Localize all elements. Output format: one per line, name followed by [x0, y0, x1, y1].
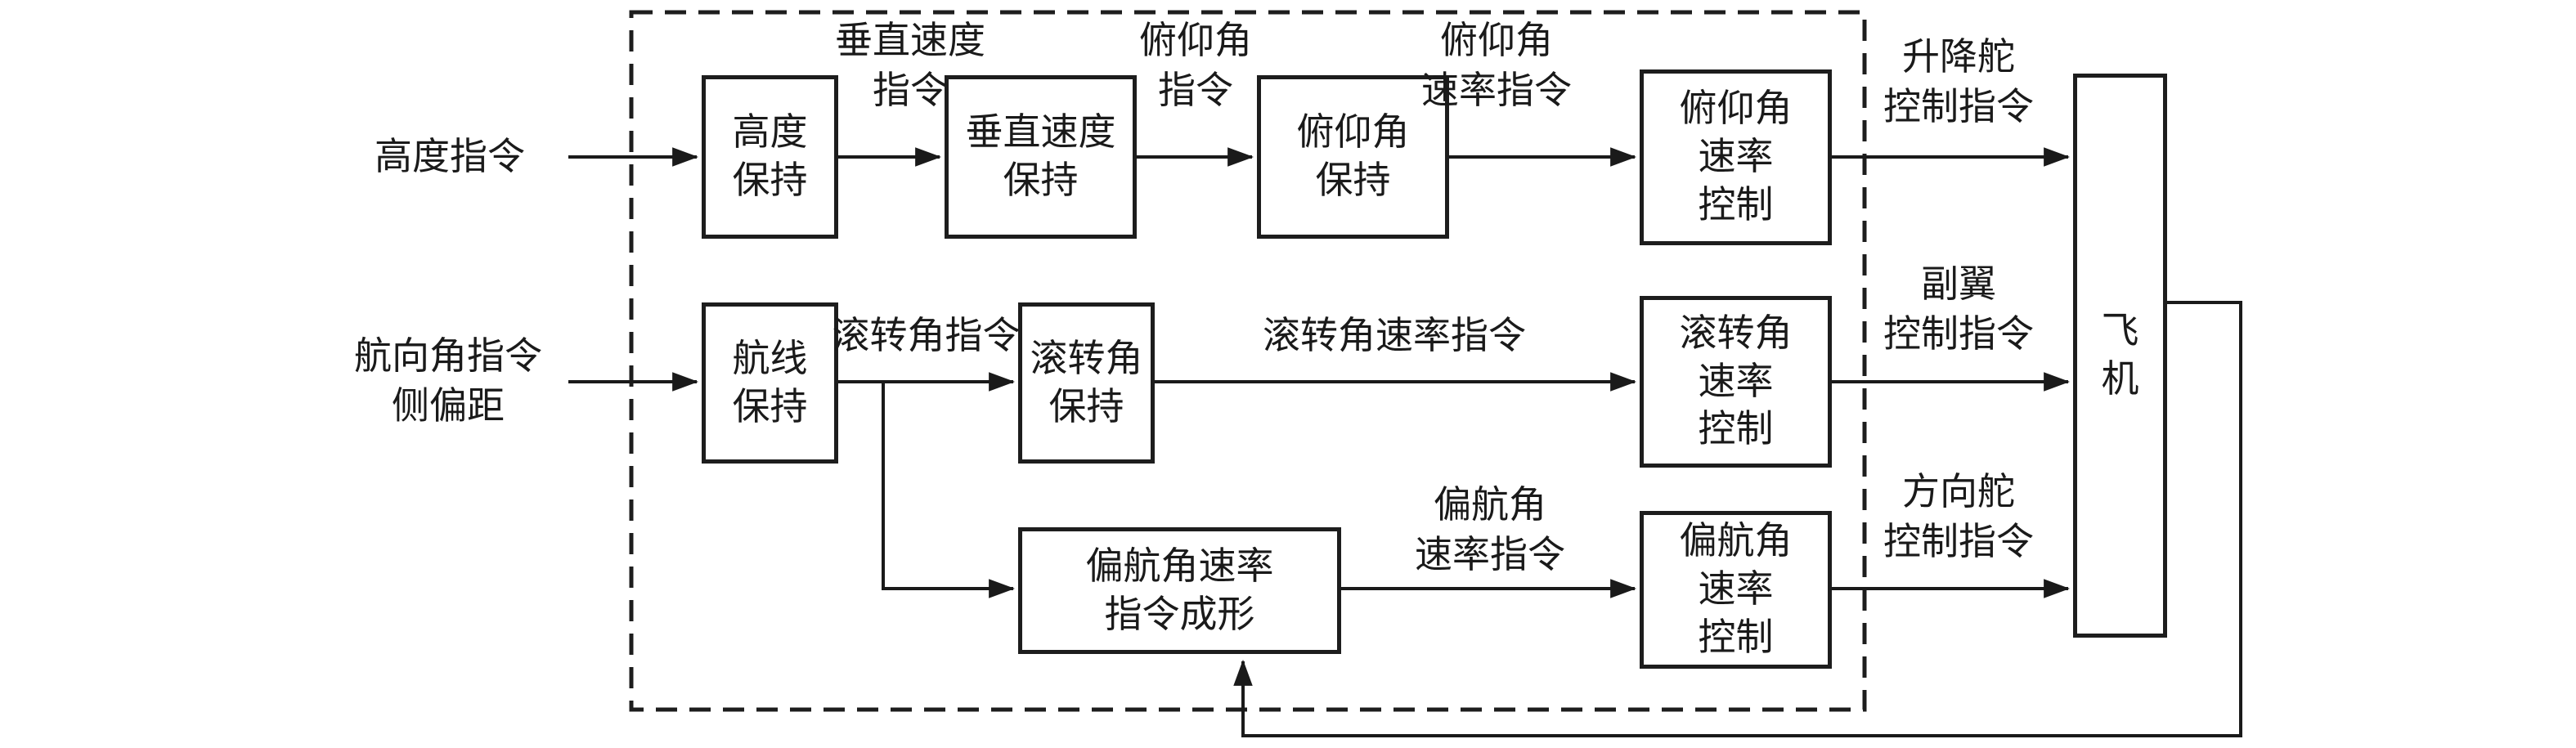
box-line: 指令成形: [1104, 593, 1255, 635]
box-line: 速率: [1698, 360, 1774, 402]
box-line: 速率: [1698, 568, 1774, 611]
box-vertical-speed-hold: 垂直速度 保持: [945, 75, 1137, 239]
label-pitch-command: 俯仰角 指令: [1073, 16, 1318, 116]
box-line: 垂直速度: [965, 111, 1116, 154]
label-roll-rate-command: 滚转角速率指令: [1206, 312, 1582, 360]
label-line: 侧偏距: [392, 385, 505, 427]
label-line: 滚转角指令: [832, 314, 1021, 356]
box-pitch-hold: 俯仰角 保持: [1257, 75, 1449, 239]
box-yaw-rate-shaping: 偏航角速率 指令成形: [1018, 527, 1341, 654]
label-roll-command: 滚转角指令: [830, 312, 1022, 360]
label-heading-command: 航向角指令 侧偏距: [325, 330, 571, 433]
box-line: 控制: [1698, 616, 1774, 658]
box-line: 偏航角速率: [1085, 544, 1274, 587]
box-line: 滚转角: [1030, 337, 1143, 379]
label-line: 指令: [1158, 69, 1233, 111]
box-line: 偏航角: [1679, 520, 1793, 562]
box-pitch-rate-control: 俯仰角 速率 控制: [1640, 69, 1832, 245]
label-line: 偏航角: [1434, 484, 1546, 526]
label-line: 控制指令: [1883, 86, 2034, 128]
label-line: 指令: [873, 69, 948, 111]
box-aircraft: 飞 机: [2073, 74, 2167, 638]
label-yaw-rate-command: 偏航角 速率指令: [1367, 481, 1613, 580]
label-line: 航向角指令: [354, 335, 542, 378]
label-line: 速率指令: [1421, 69, 1572, 111]
label-rudder-command: 方向舵 控制指令: [1844, 468, 2073, 567]
label-line: 俯仰角: [1440, 20, 1553, 62]
label-line: 方向舵: [1902, 471, 2015, 513]
branch-roll-cmd-to-yaw-rate-shaping: [882, 382, 1016, 598]
box-altitude-hold: 高度 保持: [702, 75, 838, 239]
label-line: 控制指令: [1883, 313, 2034, 355]
box-route-hold: 航线 保持: [702, 302, 838, 464]
box-line: 高度: [732, 111, 808, 154]
label-pitch-rate-command: 俯仰角 速率指令: [1345, 16, 1648, 116]
feedback-aircraft-to-yaw-rate-shaping: [1233, 301, 2242, 737]
label-line: 控制指令: [1883, 521, 2034, 562]
label-line: 升降舵: [1902, 36, 2015, 78]
box-roll-hold: 滚转角 保持: [1018, 302, 1155, 464]
label-aileron-command: 副翼 控制指令: [1844, 260, 2073, 360]
box-line: 滚转角: [1679, 311, 1793, 354]
box-line: 控制: [1698, 183, 1774, 226]
label-vertical-speed-command: 垂直速度 指令: [788, 16, 1033, 116]
box-yaw-rate-control: 偏航角 速率 控制: [1640, 511, 1832, 669]
label-altitude-command: 高度指令: [315, 132, 585, 181]
label-line: 副翼: [1921, 263, 1996, 306]
label-line: 俯仰角: [1139, 20, 1252, 62]
box-line: 航线: [732, 337, 808, 379]
box-line: 速率: [1698, 136, 1774, 178]
box-line: 机: [2101, 358, 2139, 400]
box-line: 俯仰角: [1296, 111, 1410, 154]
label-line: 垂直速度: [835, 20, 985, 62]
box-line: 保持: [732, 385, 808, 428]
box-line: 保持: [1315, 159, 1391, 201]
box-line: 保持: [732, 159, 808, 201]
box-line: 保持: [1048, 385, 1124, 428]
label-line: 速率指令: [1415, 534, 1565, 576]
box-line: 保持: [1003, 159, 1079, 201]
label-line: 高度指令: [375, 135, 525, 177]
box-roll-rate-control: 滚转角 速率 控制: [1640, 296, 1832, 468]
box-line: 飞: [2101, 310, 2139, 352]
box-line: 控制: [1698, 408, 1774, 450]
label-line: 滚转角速率指令: [1263, 314, 1526, 356]
label-elevator-command: 升降舵 控制指令: [1844, 33, 2073, 132]
controller-boundary-dashed-box: [629, 10, 1867, 712]
box-line: 俯仰角: [1679, 87, 1793, 130]
